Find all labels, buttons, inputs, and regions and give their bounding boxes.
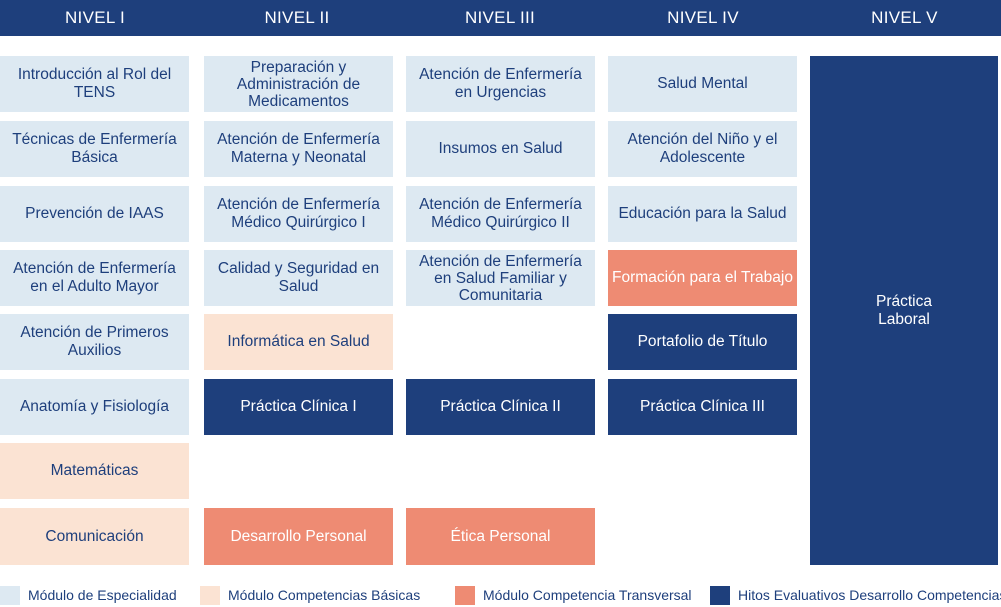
legend-label-hitos: Hitos Evaluativos Desarrollo Competencia…: [738, 587, 1001, 603]
legend-swatch-basicas: [200, 585, 220, 605]
level-1-header: NIVEL I: [64, 8, 126, 27]
legend-basicas: Módulo Competencias Básicas: [200, 584, 420, 606]
module-introduccion-rol-tens: Introducción al Rol del TENS: [0, 56, 189, 112]
legend-swatch-transversal: [455, 585, 475, 605]
legend-swatch-especialidad: [0, 585, 20, 605]
legend-label-basicas: Módulo Competencias Básicas: [228, 587, 421, 603]
level-4-header: NIVEL IV: [667, 8, 739, 27]
module-practica-clinica-3: Práctica Clínica III: [608, 379, 797, 435]
module-prevencion-iaas: Prevención de IAAS: [0, 186, 189, 242]
module-etica-personal: Ética Personal: [406, 508, 595, 565]
module-enfermeria-urgencias: Atención de Enfermería en Urgencias: [406, 56, 595, 112]
module-matematicas: Matemáticas: [0, 443, 189, 499]
module-calidad-seguridad: Calidad y Seguridad en Salud: [204, 250, 393, 306]
module-medico-quirurgico-1: Atención de Enfermería Médico Quirúrgico…: [204, 186, 393, 242]
legend-hitos: Hitos Evaluativos Desarrollo Competencia…: [710, 584, 1001, 606]
level-5-header: NIVEL V: [871, 8, 938, 27]
level-3-header: NIVEL III: [464, 8, 536, 27]
module-tecnicas-enfermeria-basica: Técnicas de Enfermería Básica: [0, 121, 189, 177]
module-preparacion-medicamentos: Preparación y Administración de Medicame…: [204, 56, 393, 112]
level-2-header: NIVEL II: [264, 8, 330, 27]
legend-especialidad: Módulo de Especialidad: [0, 584, 177, 606]
module-desarrollo-personal: Desarrollo Personal: [204, 508, 393, 565]
module-salud-familiar-comunitaria: Atención de Enfermería en Salud Familiar…: [406, 250, 595, 306]
module-practica-clinica-1: Práctica Clínica I: [204, 379, 393, 435]
module-insumos-salud: Insumos en Salud: [406, 121, 595, 177]
module-anatomia-fisiologia: Anatomía y Fisiología: [0, 379, 189, 435]
module-medico-quirurgico-2: Atención de Enfermería Médico Quirúrgico…: [406, 186, 595, 242]
level-header-bar: NIVEL I NIVEL II NIVEL III NIVEL IV NIVE…: [0, 0, 1001, 36]
module-portafolio-titulo: Portafolio de Título: [608, 314, 797, 370]
module-nino-adolescente: Atención del Niño y el Adolescente: [608, 121, 797, 177]
module-enfermeria-adulto-mayor: Atención de Enfermería en el Adulto Mayo…: [0, 250, 189, 306]
module-informatica-salud: Informática en Salud: [204, 314, 393, 370]
legend-label-especialidad: Módulo de Especialidad: [28, 587, 177, 603]
module-enfermeria-materna-neonatal: Atención de Enfermería Materna y Neonata…: [204, 121, 393, 177]
module-primeros-auxilios: Atención de Primeros Auxilios: [0, 314, 189, 370]
module-comunicacion: Comunicación: [0, 508, 189, 565]
module-salud-mental: Salud Mental: [608, 56, 797, 112]
legend-transversal: Módulo Competencia Transversal: [455, 584, 692, 606]
module-practica-laboral: Práctica Laboral: [810, 56, 998, 565]
module-educacion-salud: Educación para la Salud: [608, 186, 797, 242]
legend-label-transversal: Módulo Competencia Transversal: [483, 587, 692, 603]
module-formacion-trabajo: Formación para el Trabajo: [608, 250, 797, 306]
legend-swatch-hitos: [710, 585, 730, 605]
module-practica-clinica-2: Práctica Clínica II: [406, 379, 595, 435]
